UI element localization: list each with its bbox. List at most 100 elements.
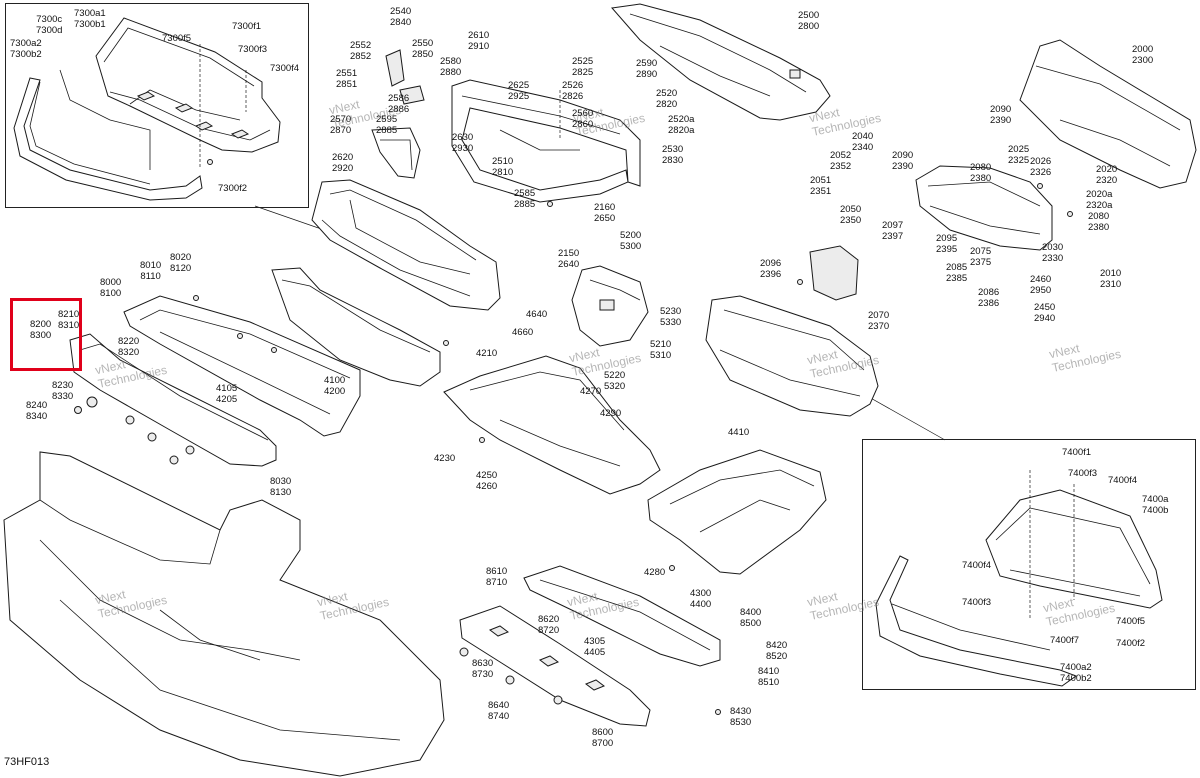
callout-4230[interactable]: 4230 [434,453,456,464]
callout-4410[interactable]: 4410 [728,427,750,438]
callout-7400f4a[interactable]: 7400f4 [1108,475,1138,486]
callout-7300f4[interactable]: 7300f4 [270,63,300,74]
callout-4660[interactable]: 4660 [512,327,534,338]
callout-7400f1[interactable]: 7400f1 [1062,447,1092,458]
callout-7400f7[interactable]: 7400f7 [1050,635,1080,646]
callout-7400f5[interactable]: 7400f5 [1116,616,1146,627]
callout-4210[interactable]: 4210 [476,348,498,359]
callout-4280[interactable]: 4280 [644,567,666,578]
callout-4640[interactable]: 4640 [526,309,548,320]
callout-7400f2[interactable]: 7400f2 [1116,638,1146,649]
callout-7300f5[interactable]: 7300f5 [162,33,192,44]
callout-7300f2[interactable]: 7300f2 [218,183,248,194]
callout-7300f1[interactable]: 7300f1 [232,21,262,32]
callout-4290[interactable]: 4290 [600,408,622,419]
callout-7400f4b[interactable]: 7400f4 [962,560,992,571]
callout-7400f3b[interactable]: 7400f3 [962,597,992,608]
callout-7400f3a[interactable]: 7400f3 [1068,468,1098,479]
callout-7300f3[interactable]: 7300f3 [238,44,268,55]
callout-4270[interactable]: 4270 [580,386,602,397]
